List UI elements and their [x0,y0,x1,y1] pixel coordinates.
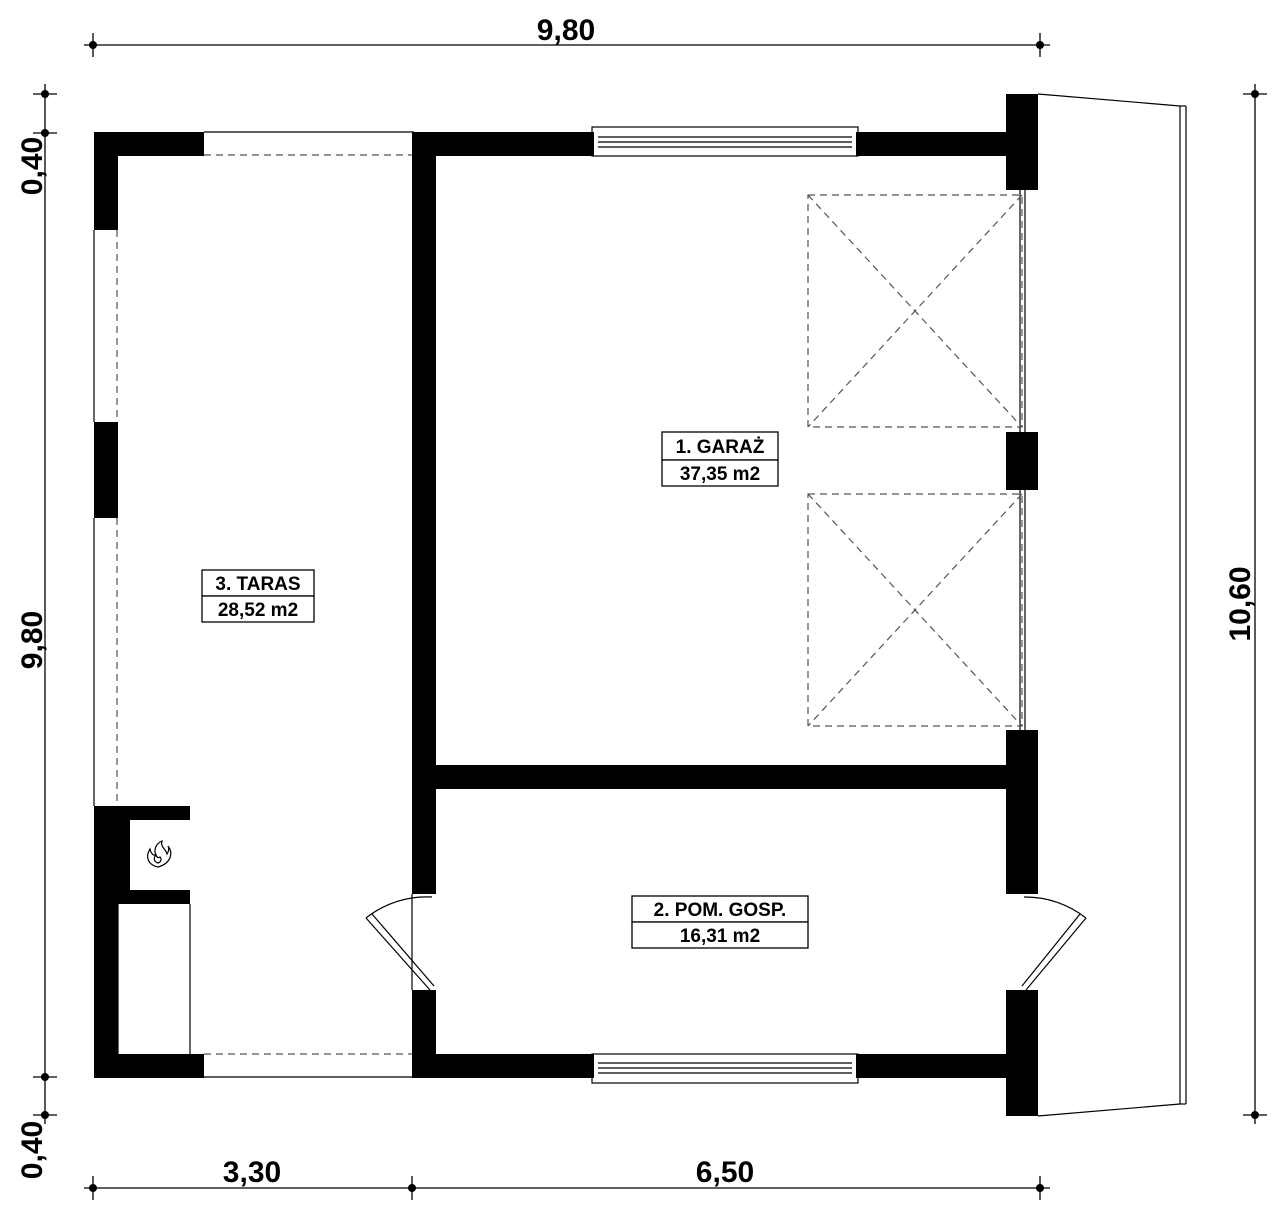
terrace-openings [93,131,414,1078]
garage-door-lower [807,490,1026,730]
dimension-right-label: 10,60 [1224,566,1257,641]
room-name: 3. TARAS [215,574,300,595]
dimension-top: 9,80 [84,14,1050,57]
room-area: 37,35 m2 [680,464,760,485]
dimension-top-label: 9,80 [537,14,595,47]
dimension-right: 10,60 [1224,84,1267,1124]
room-area: 16,31 m2 [680,926,760,947]
door-storage-right [1021,896,1087,991]
room-area: 28,52 m2 [218,600,298,621]
garage-walls [412,94,1038,1116]
window-bottom [591,1053,859,1084]
room-label-garage: 1. GARAŻ 37,35 m2 [661,431,779,487]
dimension-left-top-label: 0,40 [16,137,49,195]
window-top [591,126,859,157]
canopy-outline [1037,93,1187,1117]
terrace-walls [94,132,204,1078]
garage-door-upper [807,190,1026,432]
dimension-bottom-right-label: 6,50 [696,1156,754,1189]
dimension-left-label: 9,80 [16,611,49,669]
room-label-storage: 2. POM. GOSP. 16,31 m2 [631,895,809,949]
room-label-terrace: 3. TARAS 28,52 m2 [201,569,315,623]
dimension-left-bottom-label: 0,40 [16,1121,49,1179]
door-storage-left [365,894,435,991]
dimension-left: 0,40 9,80 0,40 [16,84,57,1179]
room-name: 1. GARAŻ [676,437,765,458]
room-name: 2. POM. GOSP. [654,900,787,921]
fire-icon [147,839,172,868]
dimension-bottom-left-label: 3,30 [223,1156,281,1189]
dimension-bottom: 3,30 6,50 [84,1156,1050,1200]
